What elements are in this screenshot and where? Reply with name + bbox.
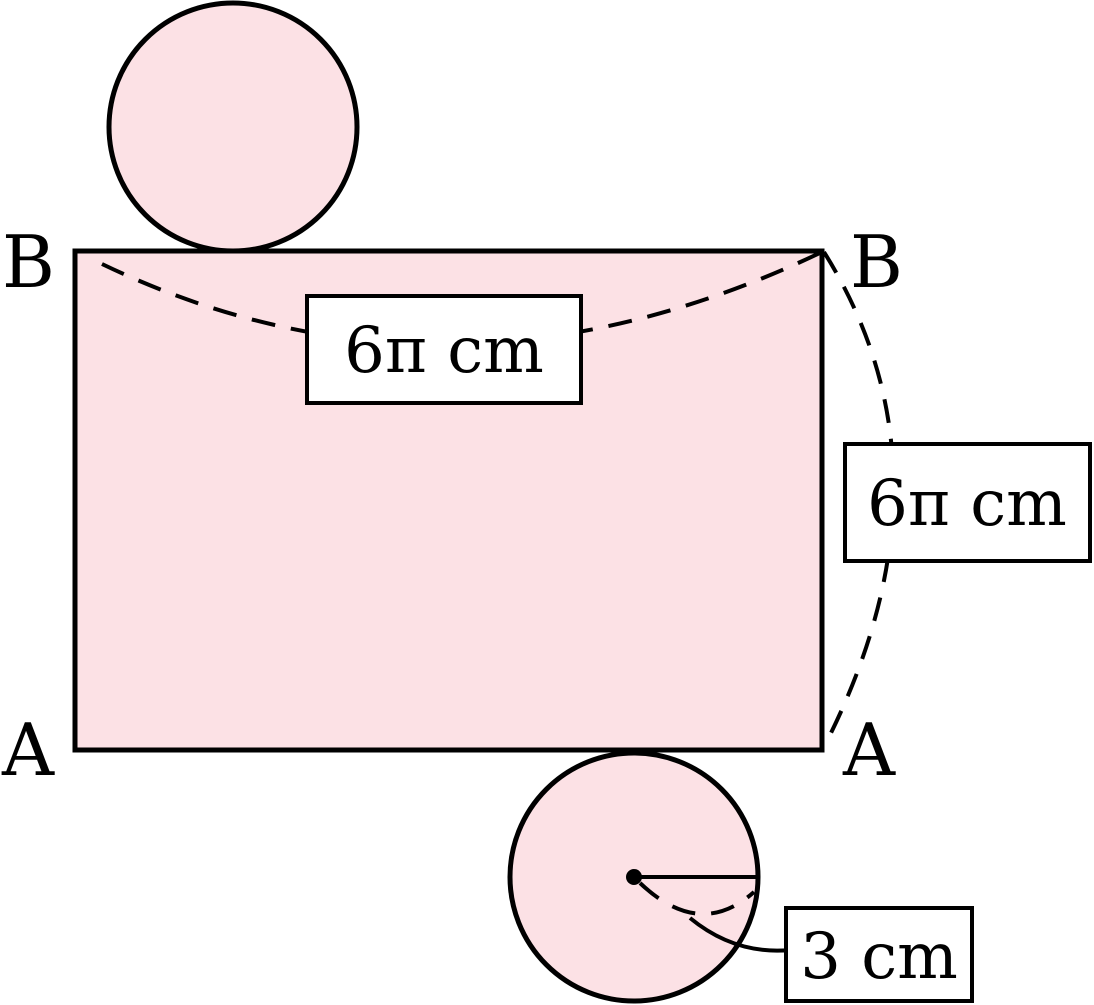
vertex-label-bottom-left: A <box>1 708 55 792</box>
radius-arc <box>638 881 756 916</box>
center-point <box>626 869 642 885</box>
side-arc-label: 6π cm <box>867 467 1067 541</box>
vertex-label-top-right: B <box>850 220 903 304</box>
top-arc-label: 6π cm <box>344 314 544 388</box>
vertex-label-bottom-right: A <box>842 708 896 792</box>
top-circle <box>106 0 360 254</box>
vertex-label-top-left: B <box>2 220 55 304</box>
top-arc-label-box <box>305 294 583 405</box>
side-arc-label-box <box>843 442 1092 563</box>
radius-leader-line <box>688 916 791 953</box>
radius-label-box <box>784 906 974 1003</box>
radius-label: 3 cm <box>800 920 958 994</box>
